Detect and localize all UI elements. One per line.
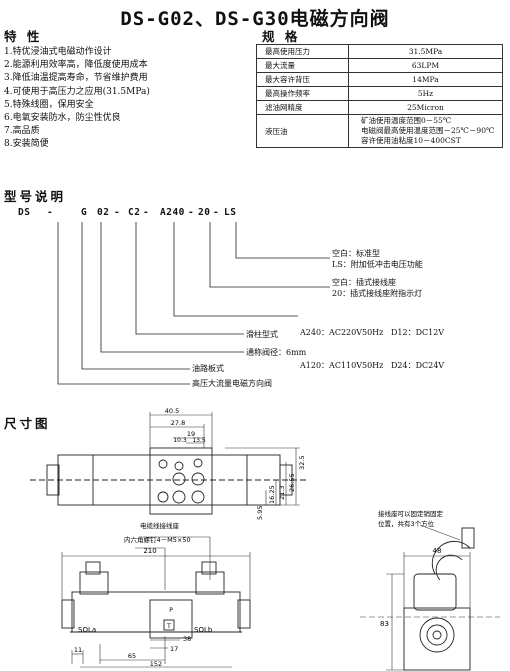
features-heading: 特 性 [4,29,43,44]
desc-line: LS：附加低冲击电压功能 [332,260,423,269]
spec-value: 矿油使用温度范围0－55℃ 电磁阀最高使用温度范围－25℃－90℃ 容许使用油粘… [348,114,503,148]
dim-label: 210 [143,547,156,555]
t-port-label: T [166,623,171,630]
code-02: 02 [97,207,110,218]
dim-label: 27.8 [171,419,185,427]
dim-label: 5.95 [256,506,264,520]
dim-label: 152 [150,660,162,668]
code-ls: LS [224,207,237,218]
dim-label: 83 [380,620,389,628]
desc-ls: 空白：标准型 LS：附加低冲击电压功能 [332,248,423,270]
dim-label: 65 [128,652,136,660]
table-row: 液压油 矿油使用温度范围0－55℃ 电磁阀最高使用温度范围－25℃－90℃ 容许… [256,114,503,148]
terminal-note: 电缆线接线座 [140,521,180,530]
desc-voltage: A240：AC220V50Hz D12：DC12V A120：AC110V50H… [300,305,444,382]
rotate-note: 位置，共有3个方位 [378,519,435,528]
feature-item: 2.能源利用效率高，降低度使用成本 [4,60,148,71]
desc-name: 高压大流量电磁方向阀 [192,379,272,388]
code-g: G [81,207,88,218]
model-heading: 型号说明 [4,189,67,204]
desc-line: 空白：插式接线座 [332,278,396,287]
feature-item: 6.电氧安装防水，防尘性优良 [4,113,121,124]
dim-label: 19 [187,430,195,438]
dim-label: 10.3 [173,437,187,444]
desc-connector: 空白：插式接线座 20：插式接线座附指示灯 [332,277,422,299]
code-dash: - [213,207,220,218]
code-dash: - [188,207,195,218]
page-title: DS-G02、DS-G30电磁方向阀 [120,8,390,30]
desc-line: A120：AC110V50Hz D24：DC24V [300,361,445,370]
code-ds: DS [18,207,31,218]
screw-note: 内六角螺钉4－M5×50 [124,535,191,544]
feature-item: 3.降低油温提高寿命，节省维护费用 [4,73,148,84]
feature-item: 8.安装简便 [4,139,49,150]
dim-label: 48 [433,547,442,555]
sola-label: SOLa [78,626,96,634]
rotate-note: 接线座可以固定销固定 [378,509,444,518]
solb-label: SOLb [194,626,213,634]
dim-label: 21.3 [278,486,286,500]
code-dash: - [47,207,54,218]
dim-label: 11 [74,646,82,654]
features-list: 1.特优浸油式电磁动作设计 2.能源利用效率高，降低度使用成本 3.降低油温提高… [4,46,150,152]
desc-size: 通称阀径：6mm [246,348,307,357]
desc-line: 空白：标准型 [332,249,380,258]
dim-label: 26.55 [288,473,296,492]
code-dash: - [143,207,150,218]
oil-line: 容许使用油粘度10－400CST [361,136,461,145]
feature-item: 5.特殊线圈，保用安全 [4,99,94,110]
dim-label: 13.5 [192,437,206,444]
p-port-label: P [169,607,173,614]
dim-label: 40.5 [165,407,179,415]
code-c2: C2 [128,207,141,218]
desc-spool: 滑柱型式 [246,330,278,339]
feature-item: 7.高品质 [4,126,40,137]
spec-label: 液压油 [256,114,349,148]
code-20: 20 [198,207,211,218]
desc-line: 20：插式接线座附指示灯 [332,289,423,298]
dim-label: 38 [183,635,191,643]
dim-label: 16.25 [268,485,276,504]
dim-label: 17 [170,645,178,653]
feature-item: 4.可使用于高压力之应用(31.5MPa) [4,86,150,97]
code-a240: A240 [160,207,185,218]
dim-label: 32.5 [298,456,306,470]
oil-line: 电磁阀最高使用温度范围－25℃－90℃ [361,126,495,135]
specs-heading: 规 格 [262,29,301,44]
desc-line: A240：AC220V50Hz D12：DC12V [300,328,445,337]
oil-line: 矿油使用温度范围0－55℃ [361,116,452,125]
code-dash: - [114,207,121,218]
desc-base: 油路板式 [192,364,224,373]
feature-item: 1.特优浸油式电磁动作设计 [4,47,112,57]
dimensions-heading: 尺寸图 [4,416,51,431]
